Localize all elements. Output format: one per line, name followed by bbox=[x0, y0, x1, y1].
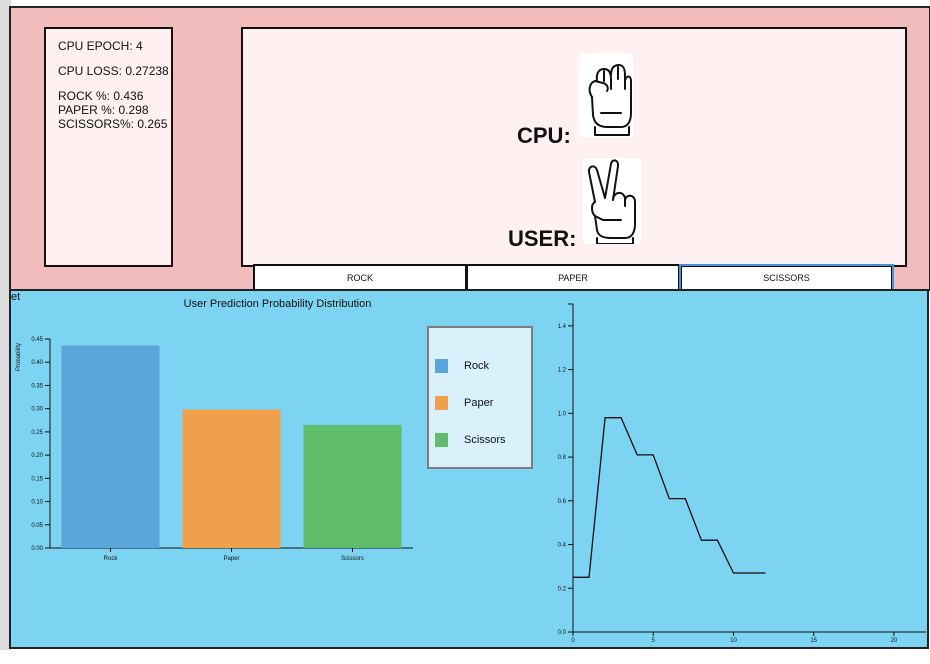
line-y-tick-label: 0.0 bbox=[558, 630, 567, 636]
line-x-tick-label: 15 bbox=[810, 638, 817, 644]
chart-legend: Rock Paper Scissors bbox=[427, 326, 533, 469]
bar-paper bbox=[182, 409, 281, 548]
bar-x-tick-label: Scissors bbox=[341, 556, 364, 562]
paper-button[interactable]: PAPER bbox=[466, 264, 680, 292]
rock-percent: ROCK %: 0.436 bbox=[58, 89, 144, 103]
cpu-label: CPU: bbox=[517, 123, 571, 148]
line-y-tick-label: 1.4 bbox=[558, 324, 567, 330]
legend-label-paper: Paper bbox=[464, 397, 494, 409]
line-y-tick-label: 1.0 bbox=[558, 411, 567, 417]
scissors-hand-icon bbox=[583, 158, 641, 245]
bar-rock bbox=[61, 345, 160, 548]
cpu-epoch: CPU EPOCH: 4 bbox=[58, 39, 143, 53]
legend-swatch-scissors bbox=[435, 433, 448, 447]
bar-scissors bbox=[303, 424, 402, 548]
bar-y-tick-label: 0.10 bbox=[31, 500, 43, 506]
bar-y-tick-label: 0.05 bbox=[31, 523, 43, 529]
cpu-loss: CPU LOSS: 0.27238 bbox=[58, 64, 169, 78]
line-x-tick-label: 20 bbox=[891, 638, 898, 644]
bar-y-tick-label: 0.00 bbox=[31, 546, 43, 552]
move-display-box: CPU: USER: bbox=[241, 27, 907, 267]
line-series bbox=[573, 417, 766, 578]
cpu-stats-box: CPU EPOCH: 4 CPU LOSS: 0.27238 ROCK %: 0… bbox=[44, 27, 173, 267]
bar-y-tick-label: 0.35 bbox=[31, 383, 43, 389]
bar-y-tick-label: 0.15 bbox=[31, 476, 43, 482]
line-x-tick-label: 10 bbox=[730, 638, 737, 644]
bar-y-tick-label: 0.25 bbox=[31, 430, 43, 436]
rock-fist-icon bbox=[579, 53, 633, 137]
line-y-tick-label: 0.4 bbox=[558, 543, 567, 549]
legend-item-scissors: Scissors bbox=[435, 432, 506, 448]
chart-title: User Prediction Probability Distribution bbox=[183, 298, 372, 310]
line-x-tick-label: 0 bbox=[571, 638, 575, 644]
bar-y-tick-label: 0.20 bbox=[31, 453, 43, 459]
scissors-percent: SCISSORS%: 0.265 bbox=[58, 117, 168, 131]
bar-x-tick-label: Rock bbox=[104, 556, 119, 562]
line-y-tick-label: 0.2 bbox=[558, 586, 567, 592]
line-x-tick-label: 5 bbox=[652, 638, 656, 644]
truncated-text: et bbox=[11, 291, 21, 303]
left-edge-strip bbox=[0, 0, 11, 650]
legend-swatch-paper bbox=[435, 396, 448, 410]
line-y-tick-label: 0.8 bbox=[558, 455, 567, 461]
line-y-tick-label: 1.2 bbox=[558, 368, 567, 374]
legend-item-paper: Paper bbox=[435, 395, 493, 411]
bar-y-tick-label: 0.40 bbox=[31, 360, 43, 366]
legend-label-rock: Rock bbox=[464, 360, 490, 372]
bar-y-tick-label: 0.45 bbox=[31, 337, 43, 343]
legend-label-scissors: Scissors bbox=[464, 434, 506, 446]
legend-swatch-rock bbox=[435, 359, 448, 373]
user-label: USER: bbox=[508, 226, 577, 251]
bar-y-tick-label: 0.30 bbox=[31, 407, 43, 413]
bar-x-tick-label: Paper bbox=[223, 556, 239, 562]
paper-percent: PAPER %: 0.298 bbox=[58, 103, 149, 117]
legend-item-rock: Rock bbox=[435, 358, 489, 374]
bar-y-axis-label: Probability bbox=[16, 343, 22, 371]
line-y-tick-label: 0.6 bbox=[558, 499, 567, 505]
